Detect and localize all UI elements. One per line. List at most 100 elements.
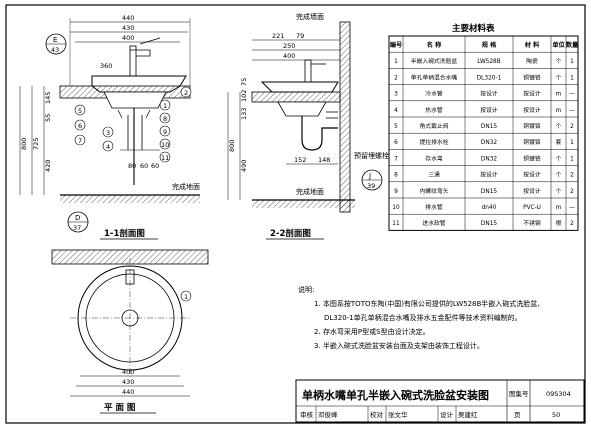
- s1-dim-60b: 60: [151, 162, 159, 170]
- balloon-9: [159, 125, 171, 137]
- materials-cell-8-4: 个: [556, 188, 562, 195]
- materials-cell-6-3: 铜镀铬: [523, 154, 541, 162]
- s1-dim-440: 440: [122, 14, 134, 22]
- svg-text:8: 8: [163, 115, 167, 123]
- materials-cell-10-1: 进水软管: [422, 219, 445, 227]
- materials-cell-2-2: 按设计: [480, 90, 498, 98]
- s1-dim-145: 145: [44, 92, 52, 104]
- materials-cell-0-0: 1: [394, 59, 398, 65]
- s2-embedded-bolt: 预留埋螺栓: [354, 151, 389, 160]
- svg-text:1: 1: [184, 293, 188, 301]
- materials-cell-2-4: m: [556, 92, 562, 98]
- materials-header-5: 数量: [566, 41, 579, 49]
- marker-e-letter: E: [53, 36, 57, 44]
- materials-cell-9-1: 排水管: [425, 203, 443, 211]
- atlas-label: 图集号: [509, 389, 529, 398]
- materials-cell-10-5: 2: [570, 221, 574, 227]
- materials-cell-1-3: 铜镀铬: [523, 73, 541, 81]
- materials-cell-7-4: 个: [556, 172, 562, 179]
- materials-cell-10-0: 11: [392, 221, 400, 227]
- materials-cell-8-0: 9: [394, 189, 398, 195]
- materials-cell-2-3: 按设计: [523, 90, 541, 98]
- materials-cell-5-1: 提拉排水栓: [420, 138, 449, 146]
- marker-e-page: 43: [51, 46, 59, 54]
- note-1-cont: DL320-1单孔单柄混合水嘴及排水五金配件等技术资料编制的。: [324, 313, 522, 322]
- svg-text:4: 4: [106, 143, 110, 151]
- materials-title: 主要材料表: [452, 23, 495, 34]
- svg-text:3: 3: [106, 129, 110, 137]
- balloon-11: [159, 151, 171, 163]
- title-block: 单柄水嘴单孔半嵌入碗式洗脸盆安装图 图集号 09S304 页 50 审核 邓俊峰…: [295, 379, 585, 423]
- s1-dim-360: 360: [100, 62, 112, 70]
- materials-header-2: 规 格: [482, 41, 497, 49]
- materials-cell-0-3: 陶瓷: [526, 57, 538, 65]
- balloon-7: [74, 134, 86, 146]
- materials-cell-3-3: 按设计: [523, 106, 541, 114]
- s2-countertop: [251, 91, 341, 103]
- marker-d-page: 37: [73, 224, 81, 232]
- materials-cell-9-2: dn40: [482, 205, 497, 211]
- s2-dim-221: 221: [272, 32, 284, 40]
- materials-cell-6-0: 7: [394, 156, 398, 162]
- s2-dim-800: 800: [228, 140, 236, 152]
- page-label: 页: [514, 411, 521, 419]
- materials-cell-7-5: 2: [570, 173, 574, 179]
- materials-header-0: 编号: [390, 41, 402, 49]
- marker-d-letter: D: [75, 214, 80, 222]
- materials-cell-4-2: DN15: [481, 124, 497, 130]
- materials-cell-4-0: 5: [394, 124, 398, 130]
- s2-basin: [260, 81, 339, 93]
- materials-cell-8-3: 按设计: [523, 187, 541, 195]
- sheet-border: [5, 4, 586, 424]
- s2-dim-133: 133: [240, 108, 248, 120]
- materials-cell-1-5: 1: [570, 75, 574, 81]
- drawing-title: 单柄水嘴单孔半嵌入碗式洗脸盆安装图: [302, 388, 489, 402]
- materials-header-1: 名 称: [427, 41, 442, 49]
- materials-cell-8-5: 2: [570, 189, 574, 195]
- checker: 张文华: [388, 410, 408, 419]
- section-2-title: 2-2剖面图: [270, 228, 311, 239]
- materials-cell-9-5: —: [569, 205, 575, 211]
- materials-cell-2-0: 3: [394, 92, 398, 98]
- materials-header-3: 材 料: [524, 41, 540, 49]
- materials-header-4: 单位: [552, 41, 565, 49]
- materials-cell-3-2: 按设计: [480, 106, 498, 114]
- materials-cell-5-5: 1: [570, 140, 574, 146]
- materials-cell-10-3: 不锈钢: [523, 219, 541, 227]
- materials-cell-10-2: DN15: [481, 221, 497, 227]
- plan-faucet: [125, 269, 135, 285]
- plan-view: 400 430 440 1 平 面 图: [51, 249, 209, 414]
- s1-dim-80: 80: [128, 162, 136, 170]
- materials-cell-5-3: 铜镀铬: [523, 138, 541, 146]
- plan-balloon-1: [180, 290, 192, 302]
- materials-cell-3-5: —: [569, 108, 575, 114]
- materials-cell-3-0: 4: [394, 108, 398, 114]
- s2-p-trap: [301, 116, 338, 151]
- s1-dim-55: 55: [44, 114, 52, 122]
- s2-finished-wall: 完成墙面: [296, 12, 324, 21]
- marker-j-page: 39: [367, 182, 375, 190]
- materials-cell-6-1: 存水弯: [425, 154, 443, 162]
- s2-dim-75: 75: [240, 78, 248, 86]
- materials-cell-2-1: 冷水管: [425, 90, 443, 98]
- materials-cell-7-0: 8: [394, 173, 398, 179]
- s2-wall: [339, 21, 351, 213]
- s1-dim-60a: 60: [140, 162, 148, 170]
- materials-cell-9-0: 10: [392, 205, 400, 211]
- s2-dim-79: 79: [296, 32, 304, 40]
- reviewer: 邓俊峰: [318, 410, 338, 419]
- materials-cell-0-2: LW528B: [477, 59, 500, 65]
- materials-cell-8-1: 内螺纹弯头: [420, 187, 449, 195]
- s2-dim-490: 490: [240, 160, 248, 172]
- materials-cell-5-0: 6: [394, 140, 398, 146]
- materials-cell-1-1: 单孔单柄混合水嘴: [411, 73, 458, 81]
- atlas-no: 09S304: [546, 390, 571, 398]
- plan-title: 平 面 图: [104, 403, 135, 413]
- materials-cell-1-4: 个: [556, 74, 562, 81]
- s2-dim-250: 250: [283, 42, 295, 50]
- materials-cell-10-4: 根: [556, 219, 562, 227]
- plan-dim-400: 400: [122, 368, 134, 376]
- s1-dim-800: 800: [20, 138, 28, 150]
